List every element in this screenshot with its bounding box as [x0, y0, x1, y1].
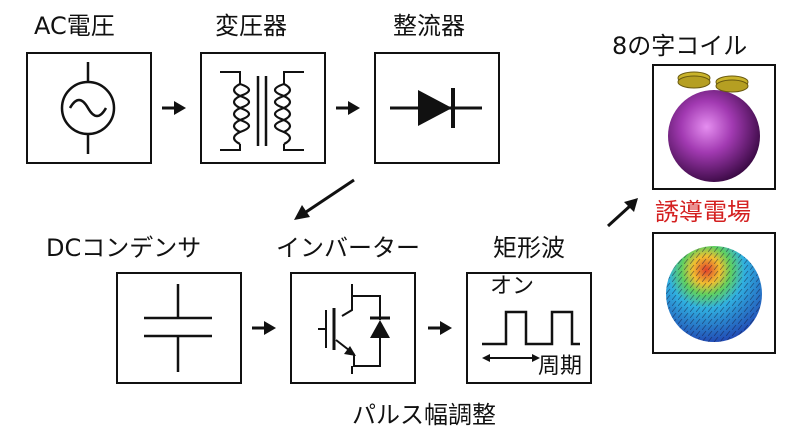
arrow-inverter-to-square-wave	[428, 321, 452, 335]
dc-capacitor-label: DCコンデンサ	[46, 234, 202, 262]
rectifier-label: 整流器	[393, 12, 465, 40]
inverter-label: インバーター	[276, 234, 420, 262]
induced-field-sphere-image	[666, 246, 762, 342]
ac-voltage-label: AC電圧	[34, 12, 115, 40]
ac-voltage-block	[26, 52, 152, 164]
coil-sphere-image	[668, 71, 760, 182]
igbt-symbol	[318, 284, 390, 374]
coil-image-block	[652, 64, 776, 190]
square-wave-label: 矩形波	[493, 234, 565, 262]
induced-field-label: 誘導電場	[655, 198, 751, 226]
coil-label: 8の字コイル	[612, 32, 748, 60]
field-image-block	[652, 232, 776, 354]
rectifier-block	[374, 52, 500, 164]
square-wave-symbol	[482, 310, 580, 362]
arrow-square-wave-to-coil	[606, 198, 638, 228]
inverter-block	[290, 272, 416, 384]
arrow-rectifier-to-capacitor	[294, 178, 355, 220]
on-label: オン	[490, 274, 535, 299]
ac-source-symbol	[60, 62, 116, 154]
transformer-block	[200, 52, 326, 164]
capacitor-symbol	[144, 284, 212, 372]
arrow-capacitor-to-inverter	[252, 321, 276, 335]
dc-capacitor-block	[116, 272, 242, 384]
square-wave-block: オン 周期	[466, 272, 592, 384]
transformer-symbol	[220, 71, 304, 151]
period-label: 周期	[538, 354, 583, 379]
transformer-label: 変圧器	[215, 12, 287, 40]
arrow-ac-to-transformer	[162, 101, 186, 115]
diode-symbol	[390, 88, 482, 128]
arrow-transformer-to-rectifier	[336, 101, 360, 115]
pwm-label: パルス幅調整	[352, 401, 496, 429]
